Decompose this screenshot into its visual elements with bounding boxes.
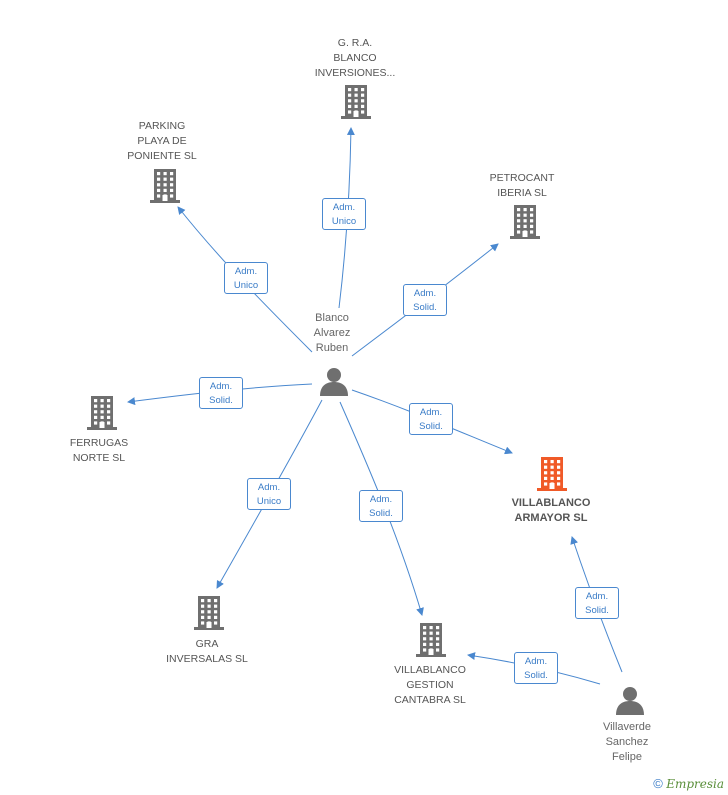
building-icon[interactable] [536,457,568,496]
person-icon[interactable] [319,366,349,401]
person-label-villaverde[interactable]: Villaverde Sanchez Felipe [602,721,652,763]
relation-role-line2: Unico [233,280,259,291]
relation-role-line1: Adm. [209,381,233,392]
relation-role-line2: Solid. [369,508,393,519]
relation-role-line2: Solid. [419,421,443,432]
relation-role-line1: Adm. [257,482,281,493]
relation-role-line2: Solid. [209,395,233,406]
relation-badge-blanco-gra_blanco[interactable]: Adm. Unico [322,198,366,230]
company-label-ferrugas[interactable]: FERRUGAS NORTE SL [69,437,129,464]
relation-role-line2: Solid. [413,302,437,313]
company-label-gra-blanco[interactable]: G. R.A. BLANCO INVERSIONES... [314,37,396,79]
building-icon[interactable] [86,396,118,435]
relation-role-line1: Adm. [234,266,258,277]
company-label-villablanco-armayor[interactable]: VILLABLANCO ARMAYOR SL [511,497,591,524]
relation-badge-blanco-ferrugas[interactable]: Adm. Solid. [199,377,243,409]
person-label-blanco[interactable]: Blanco Alvarez Ruben [313,312,351,354]
relation-badge-villaverde-villablanco_armayor[interactable]: Adm. Solid. [575,587,619,619]
relation-role-line2: Unico [331,216,357,227]
relation-badge-blanco-gra_inversalas[interactable]: Adm. Unico [247,478,291,510]
company-label-parking[interactable]: PARKING PLAYA DE PONIENTE SL [127,120,197,162]
copyright-symbol: © [653,776,663,791]
relation-role-line1: Adm. [585,591,609,602]
building-icon[interactable] [415,623,447,662]
relation-role-line2: Solid. [524,670,548,681]
relation-badge-villaverde-villablanco_gestion[interactable]: Adm. Solid. [514,652,558,684]
relation-role-line1: Adm. [332,202,356,213]
company-label-villablanco-gestion[interactable]: VILLABLANCO GESTION CANTABRA SL [394,664,466,706]
building-icon[interactable] [340,85,372,124]
company-label-petrocant[interactable]: PETROCANT IBERIA SL [489,172,555,199]
building-icon[interactable] [149,169,181,208]
footer-brand[interactable]: © Empresia [653,776,724,791]
relation-badge-blanco-villablanco_gestion[interactable]: Adm. Solid. [359,490,403,522]
relation-badge-blanco-villablanco_armayor[interactable]: Adm. Solid. [409,403,453,435]
building-icon[interactable] [193,596,225,635]
relation-role-line1: Adm. [524,656,548,667]
relation-role-line1: Adm. [369,494,393,505]
relation-role-line1: Adm. [419,407,443,418]
relation-role-line2: Unico [256,496,282,507]
relation-role-line1: Adm. [413,288,437,299]
relation-badge-blanco-petrocant[interactable]: Adm. Solid. [403,284,447,316]
relation-badge-blanco-parking[interactable]: Adm. Unico [224,262,268,294]
person-icon[interactable] [615,685,645,720]
building-icon[interactable] [509,205,541,244]
company-label-gra-inversalas[interactable]: GRA INVERSALAS SL [166,638,248,665]
relation-role-line2: Solid. [585,605,609,616]
brand-name: Empresia [666,777,724,791]
